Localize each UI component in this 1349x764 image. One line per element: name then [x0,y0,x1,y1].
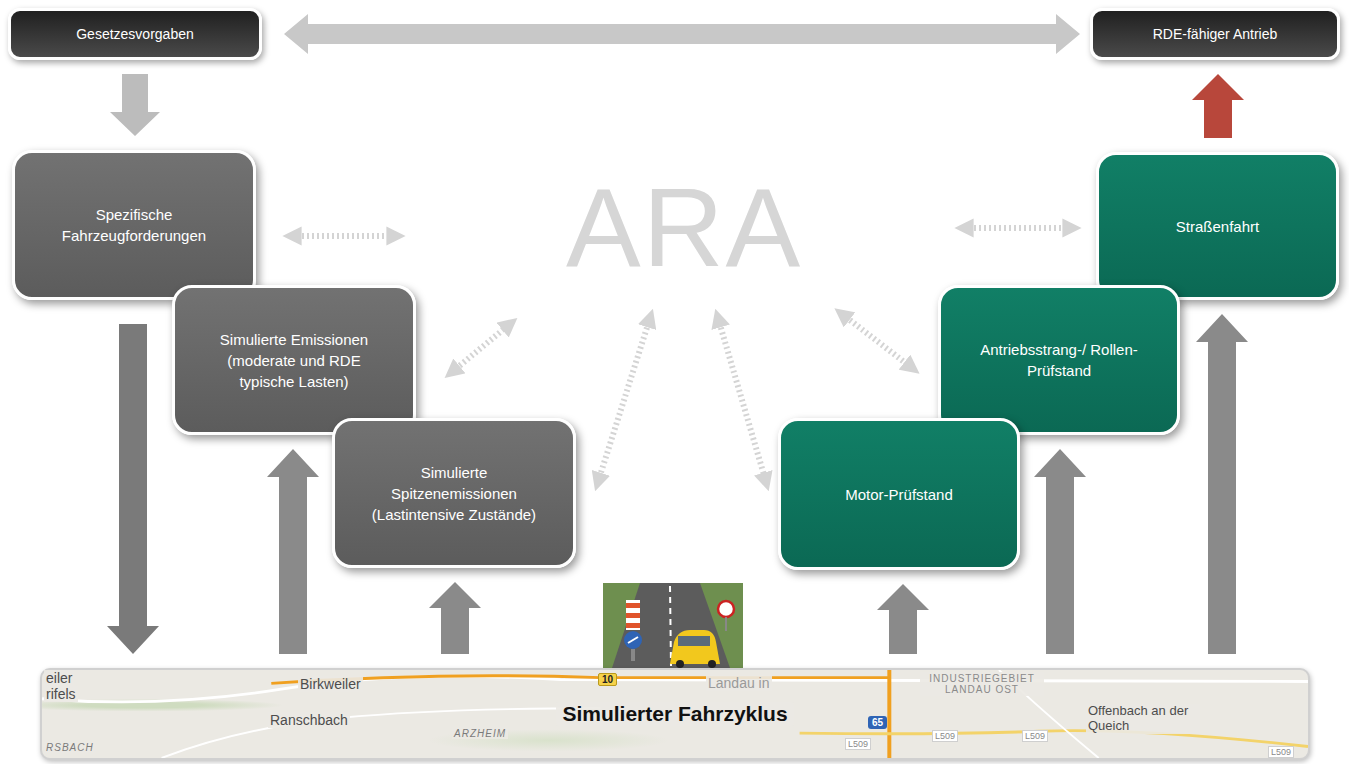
map-place: rifels [44,686,78,702]
block-arrow [110,74,160,136]
road-picture [603,583,743,668]
block-arrow [1034,449,1086,654]
road-number: L509 [845,738,871,750]
box-text: Simulierte Emissionen (moderate und RDE … [201,329,387,392]
map-road [271,676,889,684]
box-text: RDE-fähiger Antrieb [1153,26,1278,42]
block-arrow [1192,74,1244,138]
road-number: L509 [932,730,958,742]
map-road [42,676,1308,702]
block-arrow [429,582,481,654]
map-place: RSBACH [44,742,96,753]
map-place: eiler [44,670,74,686]
sim-box: Simulierte Spitzenemissionen (Lastintens… [332,418,576,568]
map-place: Birkweiler [298,676,363,692]
result-box: RDE-fähiger Antrieb [1090,8,1340,60]
test-box: Antriebsstrang-/ Rollen-Prüfstand [938,285,1180,435]
map-road [800,731,1308,747]
map-district: INDUSTRIEGEBIET LANDAU OST [920,672,1044,696]
sim-box: Simulierte Emissionen (moderate und RDE … [172,285,416,435]
map-place: Ranschbach [268,712,350,728]
box-text: Straßenfahrt [1176,216,1259,237]
box-text: Antriebsstrang-/ Rollen-Prüfstand [967,339,1151,381]
road-number: L509 [1022,730,1048,742]
sim-box: Spezifische Fahrzeugforderungen [12,150,256,300]
box-text: Motor-Prüfstand [845,484,953,505]
block-arrow [284,14,1080,54]
block-arrow [877,584,929,654]
road-number: L509 [1268,746,1294,758]
box-text: Spezifische Fahrzeugforderungen [41,204,227,246]
test-box: Straßenfahrt [1096,152,1339,300]
map-road [887,670,891,758]
map-place: ARZHEIM [452,728,508,739]
box-text: Gesetzesvorgaben [76,26,194,42]
block-arrow [267,449,319,654]
map-place: Landau in [706,675,772,691]
road-shield: 65 [868,716,887,729]
box-text: Simulierte Spitzenemissionen (Lastintens… [361,462,547,525]
block-arrow [107,324,159,654]
box-text: Simulierter Fahrzyklus [556,702,793,726]
map-road [162,708,601,758]
watermark: ARA [566,172,802,284]
law-box: Gesetzesvorgaben [8,8,262,60]
road-shield: 10 [598,673,617,686]
test-box: Motor-Prüfstand [778,418,1020,570]
block-arrow [1196,314,1248,654]
map-place: Offenbach an der Queich [1086,704,1200,734]
